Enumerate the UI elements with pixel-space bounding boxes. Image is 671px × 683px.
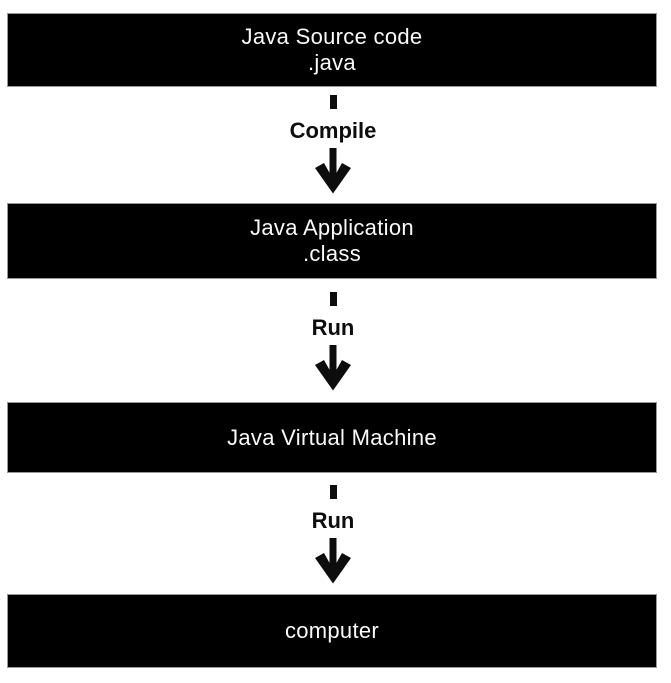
arrow-down-icon — [315, 538, 351, 584]
connector-run-1: Run — [233, 292, 433, 391]
node-java-virtual-machine: Java Virtual Machine — [7, 402, 657, 473]
connector-label-run: Run — [307, 315, 359, 341]
flow-line-segment — [329, 95, 337, 109]
node-java-application: Java Application .class — [7, 203, 657, 279]
flow-line-segment — [329, 292, 337, 306]
node-java-source-code: Java Source code .java — [7, 13, 657, 87]
node-computer: computer — [7, 594, 657, 668]
connector-label-run: Run — [307, 508, 359, 534]
connector-compile: Compile — [233, 95, 433, 194]
node-sublabel: .java — [308, 50, 356, 75]
arrow-down-icon — [315, 345, 351, 391]
connector-label-compile: Compile — [285, 118, 381, 144]
node-label: Java Source code — [241, 24, 423, 49]
node-label: Java Application — [250, 215, 414, 240]
connector-run-2: Run — [233, 485, 433, 584]
node-sublabel: .class — [302, 241, 362, 266]
node-label: Java Virtual Machine — [227, 424, 437, 450]
flow-line-segment — [329, 485, 337, 499]
node-label: computer — [284, 618, 380, 643]
arrow-down-icon — [315, 148, 351, 194]
